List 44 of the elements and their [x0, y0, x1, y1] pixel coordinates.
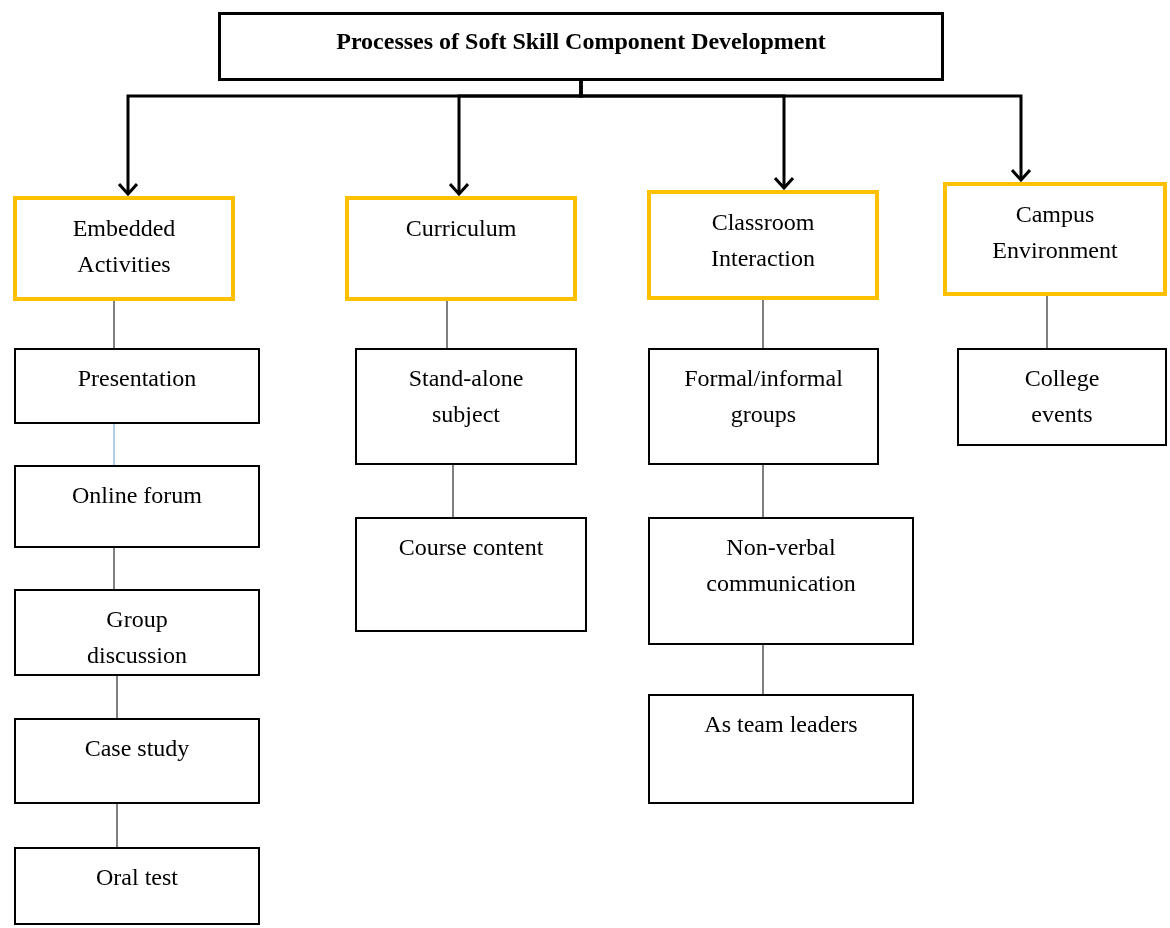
- connector-line: [113, 300, 115, 349]
- node-label: Curriculum: [404, 214, 518, 243]
- node-label: As team leaders: [703, 710, 859, 739]
- connector-line: [446, 300, 448, 349]
- title-box: [218, 12, 944, 81]
- item-box: [14, 465, 260, 548]
- node-label: Stand-alone subject: [407, 364, 525, 429]
- item-box: [648, 517, 914, 645]
- node-label: Campus Environment: [991, 200, 1119, 265]
- category-box: [647, 190, 879, 300]
- node-label: Group discussion: [86, 605, 188, 670]
- item-box: [355, 517, 587, 632]
- node-label: Processes of Soft Skill Component Development: [335, 27, 827, 56]
- connector-line: [762, 644, 764, 695]
- connector-line: [762, 464, 764, 518]
- connector-line: [116, 675, 118, 719]
- item-box: [957, 348, 1167, 446]
- connector-line: [113, 547, 115, 590]
- connector-line: [116, 803, 118, 848]
- item-box: [14, 847, 260, 925]
- item-box: [648, 694, 914, 804]
- item-box: [648, 348, 879, 465]
- connector-line: [452, 464, 454, 518]
- node-label: Embedded Activities: [71, 214, 177, 279]
- connector-line: [113, 423, 115, 466]
- category-box: [345, 196, 577, 301]
- node-label: College events: [1023, 364, 1101, 429]
- item-box: [14, 589, 260, 676]
- node-label: Classroom Interaction: [710, 208, 816, 273]
- item-box: [14, 348, 260, 424]
- arrow: [579, 81, 1032, 182]
- node-label: Course content: [397, 533, 545, 562]
- node-label: Oral test: [95, 863, 179, 892]
- node-label: Formal/informal groups: [683, 364, 844, 429]
- node-label: Non-verbal communication: [705, 533, 857, 598]
- category-box: [13, 196, 235, 301]
- category-box: [943, 182, 1167, 296]
- node-label: Online forum: [71, 481, 203, 510]
- item-box: [14, 718, 260, 804]
- node-label: Case study: [83, 734, 191, 763]
- item-box: [355, 348, 577, 465]
- connector-line: [1046, 295, 1048, 349]
- connector-line: [762, 299, 764, 349]
- node-label: Presentation: [76, 364, 198, 393]
